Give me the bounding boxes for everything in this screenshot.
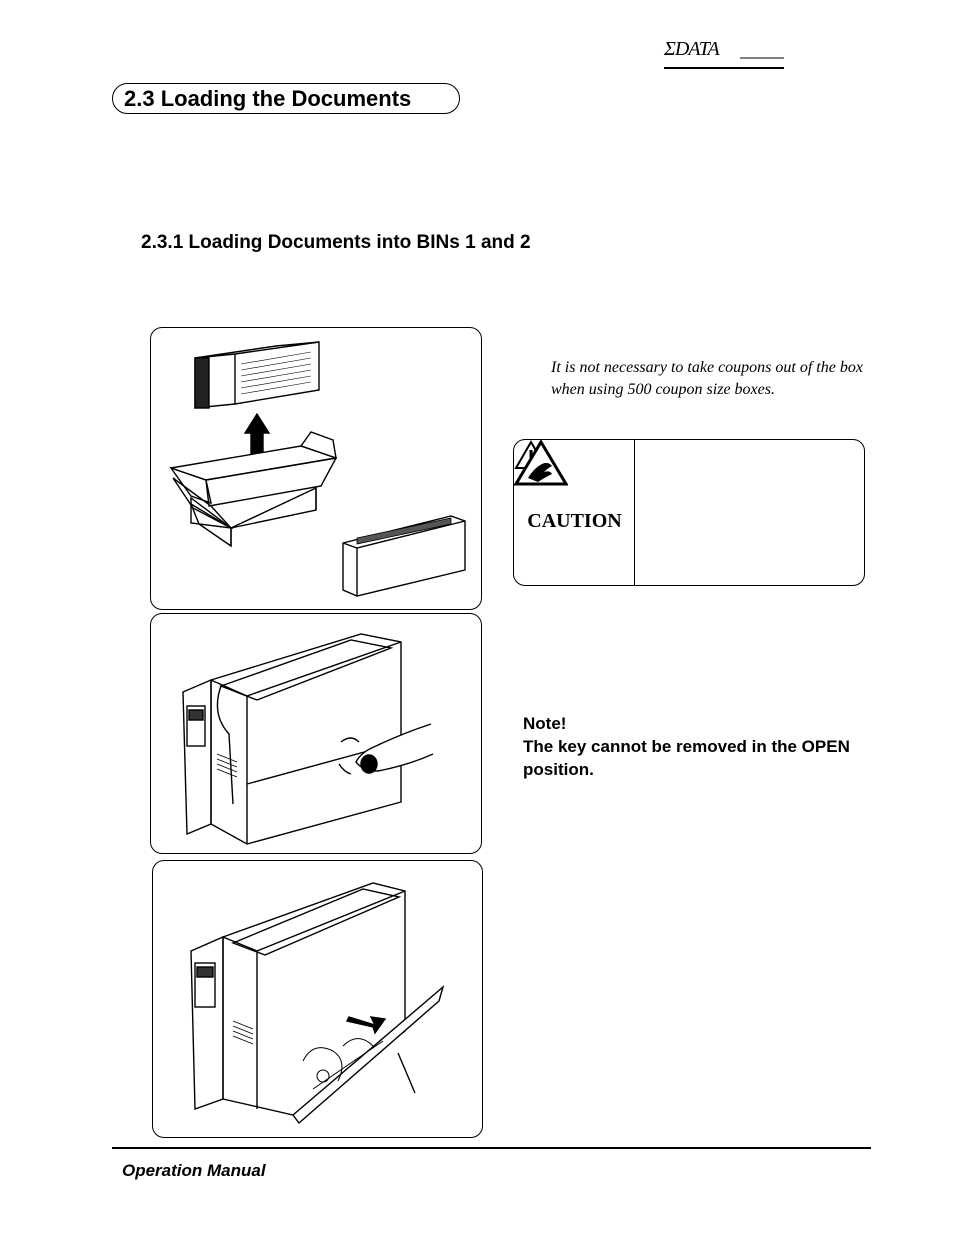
key-note: Note! The key cannot be removed in the O… [523, 712, 863, 781]
machine-key-drawing [182, 633, 434, 845]
subsection-title: 2.3.1 Loading Documents into BINs 1 and … [141, 232, 531, 253]
footer-rule [112, 1147, 871, 1149]
coupon-box-note: It is not necessary to take coupons out … [551, 359, 863, 398]
logo-swash [740, 57, 784, 59]
caution-label: CAUTION [527, 510, 622, 532]
logo-sigma: Σ [664, 38, 676, 60]
key-note-title: Note! [523, 714, 567, 733]
brand-logo: ΣDATA [664, 34, 784, 70]
hand-pinch-warning-icon [514, 440, 568, 486]
section-title: 2.3 Loading the Documents [112, 83, 460, 114]
illustration-open-door [152, 860, 483, 1138]
footer-title: Operation Manual [122, 1161, 266, 1180]
key-note-body: The key cannot be removed in the OPEN po… [523, 737, 850, 779]
caution-box: CAUTION [513, 439, 865, 586]
logo-text: DATA [674, 38, 720, 60]
illustration-unlock-machine [150, 613, 482, 854]
logo-underline [664, 67, 784, 69]
coupon-box-drawing [169, 341, 466, 597]
illustration-coupon-box [150, 327, 482, 610]
machine-door-drawing [190, 882, 445, 1125]
